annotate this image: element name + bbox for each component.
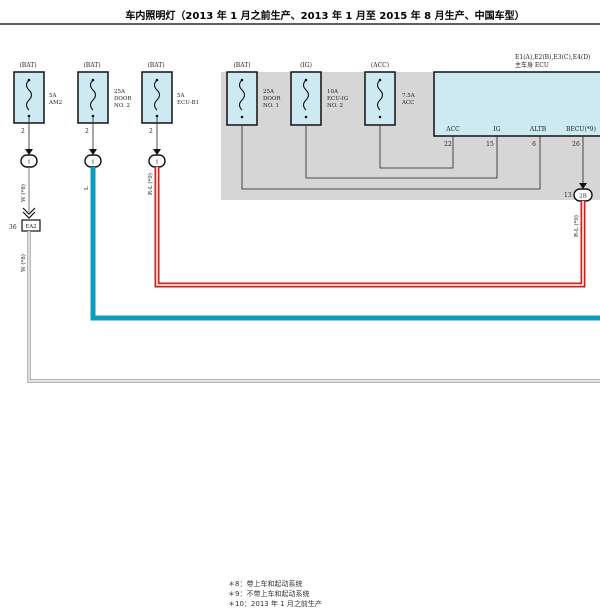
ecu-terminal-acc: ACC: [445, 126, 460, 133]
ecu-connectors-label: E1(A),E2(B),E3(C),E4(D): [515, 54, 590, 61]
fuse-am2: (BAT) 5A AM2 2: [13, 62, 62, 135]
svg-text:25A: 25A: [114, 89, 126, 95]
svg-text:R-L (*9): R-L (*9): [147, 173, 154, 195]
svg-text:(BAT): (BAT): [147, 62, 164, 69]
fuse-ecu-b1: (BAT) 5A ECU-B1 2: [141, 62, 199, 135]
svg-text:36: 36: [9, 224, 17, 231]
svg-text:2: 2: [21, 128, 25, 135]
svg-text:ECU-B1: ECU-B1: [177, 100, 199, 106]
wire-blue: L: [84, 167, 600, 321]
wire-white-upper: W (*8): [20, 167, 30, 212]
ecu-pin-26: 26: [572, 141, 580, 148]
ecu-pin-15: 15: [486, 141, 494, 148]
note-10: ＊10：2013 年 1 月之前生产: [228, 600, 322, 608]
svg-text:NO. 2: NO. 2: [114, 103, 130, 109]
svg-text:DOOR: DOOR: [263, 96, 281, 102]
main-body-ecu: [433, 71, 600, 137]
svg-text:1: 1: [155, 160, 159, 166]
svg-text:2: 2: [149, 128, 153, 135]
svg-text:ACC: ACC: [401, 100, 414, 106]
svg-text:13: 13: [564, 192, 572, 199]
fuse-ecu-ig-no2: (IG) 10A ECU-IG NO. 2: [290, 62, 348, 126]
junction-1c: 1: [148, 154, 166, 168]
ecu-pin-22: 22: [444, 141, 452, 148]
svg-text:DOOR: DOOR: [114, 96, 132, 102]
fuse-acc: (ACC) 7.5A ACC: [364, 62, 416, 126]
svg-text:2: 2: [85, 128, 89, 135]
ecu-pin-6: 6: [532, 141, 536, 148]
wire-red-stripe: R-L (*9) R-L (*9): [147, 167, 586, 288]
svg-text:(BAT): (BAT): [19, 62, 36, 69]
svg-text:R-L (*9): R-L (*9): [573, 215, 580, 237]
panel-wires: [241, 126, 584, 190]
svg-text:10A: 10A: [327, 89, 339, 95]
ecu-terminal-altb: ALTB: [529, 126, 547, 133]
svg-text:7.5A: 7.5A: [402, 93, 416, 99]
svg-text:1: 1: [91, 160, 95, 166]
svg-text:NO. 1: NO. 1: [263, 103, 279, 109]
svg-text:W (*8): W (*8): [20, 254, 27, 272]
svg-text:(BAT): (BAT): [233, 62, 250, 69]
svg-text:25A: 25A: [263, 89, 275, 95]
footnotes: ＊8：带上车和起动系统 ＊9：不带上车和起动系统 ＊10：2013 年 1 月之…: [228, 579, 428, 609]
svg-text:EA2: EA2: [25, 224, 37, 230]
svg-text:2B: 2B: [579, 194, 587, 200]
svg-text:NO. 2: NO. 2: [327, 103, 343, 109]
junction-1a: 1: [20, 154, 38, 168]
svg-text:(IG): (IG): [300, 62, 312, 69]
ecu-name-label: 主车身 ECU: [515, 61, 549, 69]
note-9: ＊9：不带上车和起动系统: [228, 590, 310, 598]
fuse-door-no2: (BAT) 25A DOOR NO. 2 2: [77, 62, 132, 135]
svg-text:5A: 5A: [49, 93, 57, 99]
svg-text:AM2: AM2: [48, 100, 62, 106]
svg-text:5A: 5A: [177, 93, 185, 99]
fuse-drop-wires: [28, 116, 158, 154]
svg-text:(BAT): (BAT): [83, 62, 100, 69]
ecu-terminal-becu: BECU(*9): [566, 126, 596, 133]
ecu-terminal-ig: IG: [493, 126, 500, 133]
svg-text:(ACC): (ACC): [371, 62, 389, 69]
svg-text:W (*8): W (*8): [20, 184, 27, 202]
fuse-door-no1: (BAT) 25A DOOR NO. 1: [226, 62, 281, 126]
junction-1b: 1: [84, 154, 102, 168]
note-8: ＊8：带上车和起动系统: [228, 580, 303, 588]
wire-white-lower: W (*8): [20, 231, 600, 383]
svg-text:1: 1: [27, 160, 31, 166]
diagram-title: 车内照明灯（2013 年 1 月之前生产、2013 年 1 月至 2015 年 …: [125, 9, 524, 22]
junction-arrows: [25, 149, 587, 189]
svg-text:ECU-IG: ECU-IG: [327, 96, 348, 102]
svg-text:L: L: [84, 186, 90, 190]
connector-ea2: EA2 36: [9, 207, 41, 232]
